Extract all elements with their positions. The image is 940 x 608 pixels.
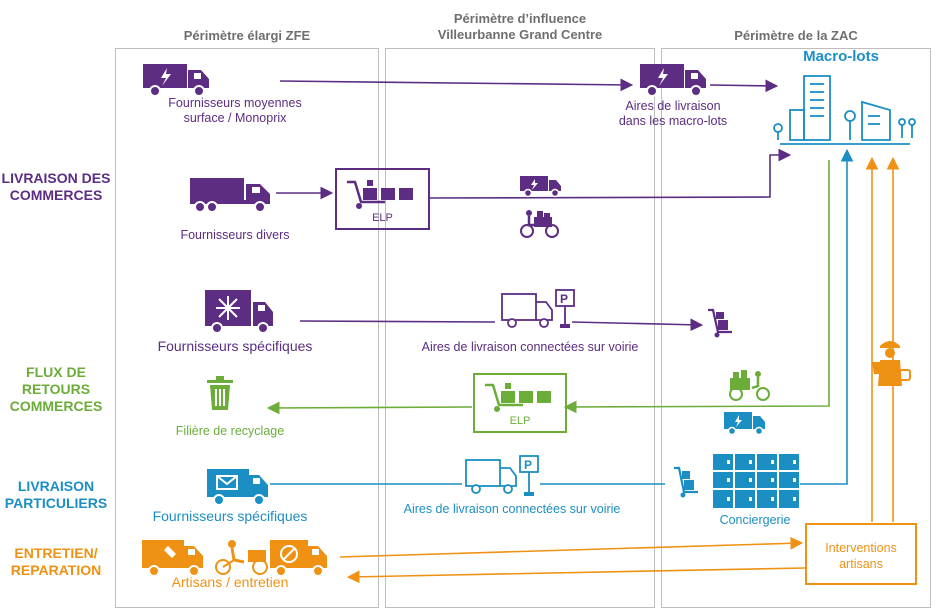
cargo-bike-icon-orange	[215, 540, 268, 575]
truck-icon-aires-macrolots	[640, 64, 706, 97]
arrow-green-elp-to-recyclage	[266, 401, 473, 415]
truck-icon-moyennes	[143, 64, 209, 97]
hand-trolley-icon-purple	[708, 308, 732, 338]
pallet-trolley-icon	[347, 180, 413, 209]
arrow-elp-to-macrolots	[429, 148, 792, 199]
label-filiere-recyclage: Filière de recyclage	[175, 424, 285, 438]
worker-icon	[872, 341, 911, 386]
label-fournisseurs-specifiques: Fournisseurs spécifiques	[157, 338, 313, 354]
row-label-livraison-particuliers: LIVRAISON PARTICULIERS	[0, 478, 112, 512]
arrow-orange-to-interventions	[339, 536, 804, 558]
cargo-bike-icon-green	[729, 370, 770, 401]
row-label-entretien: ENTRETIEN/ REPARATION	[0, 545, 112, 579]
interventions-line: artisans	[839, 557, 883, 571]
interventions-artisans-box: Interventions artisans	[805, 523, 917, 585]
row-label-line: ENTRETIEN/	[14, 545, 98, 561]
arrow-voirie-to-zac	[571, 318, 704, 332]
trash-bin-icon	[207, 376, 233, 410]
row-label-line: PARTICULIERS	[4, 495, 108, 511]
van-tools-icon-1	[142, 540, 203, 576]
cargo-bike-icon	[520, 210, 559, 238]
hand-trolley-icon-blue	[674, 466, 698, 498]
elp-label-retours: ELP	[509, 415, 531, 427]
row-label-livraison-commerces: LIVRAISON DES COMMERCES	[0, 170, 112, 204]
semi-truck-icon	[190, 178, 270, 213]
arrow-blue-conciergerie-to-macrolots	[800, 148, 854, 485]
row-label-line: FLUX DE	[26, 364, 86, 380]
perimeter-influence-title-line1: Périmètre d’influence	[453, 11, 587, 26]
refrigerated-truck-icon	[205, 290, 273, 334]
label-aires-voirie: Aires de livraison connectées sur voirie	[421, 340, 639, 354]
connected-truck-parking-icon-blue: P	[465, 455, 539, 496]
row-label-line: LIVRAISON DES	[1, 170, 111, 186]
arrow-specifiques-to-zac	[299, 320, 496, 323]
label-artisans: Artisans / entretien	[171, 574, 289, 590]
lockers-icon	[713, 454, 799, 508]
row-label-line: COMMERCES	[9, 398, 103, 414]
small-truck-icon	[520, 176, 561, 198]
buildings-icon	[773, 75, 916, 145]
label-fournisseurs-divers: Fournisseurs divers	[180, 228, 290, 242]
elp-box-commerces: ELP	[335, 168, 430, 230]
van-tools-icon-2	[270, 540, 327, 576]
mail-van-icon	[207, 469, 268, 506]
perimeter-influence-title: Périmètre d’influence Villeurbanne Grand…	[385, 11, 655, 43]
perimeter-zac-title: Périmètre de la ZAC	[734, 28, 858, 43]
perimeter-influence-title-line2: Villeurbanne Grand Centre	[437, 27, 603, 42]
arrow-aires-to-macrolots	[709, 79, 779, 93]
label-line: dans les macro-lots	[618, 114, 728, 128]
pallet-trolley-icon-green	[485, 383, 551, 412]
row-label-line: REPARATION	[10, 562, 102, 578]
connected-truck-parking-icon: P	[501, 289, 575, 328]
small-truck-icon-blue	[724, 412, 765, 436]
interventions-line: Interventions	[825, 541, 897, 555]
perimeter-zfe-title: Périmètre élargi ZFE	[183, 28, 311, 43]
row-label-flux-retours: FLUX DE RETOURS COMMERCES	[0, 364, 112, 415]
label-aires-macrolots: Aires de livraison dans les macro-lots	[598, 99, 748, 129]
label-aires-voirie-particuliers: Aires de livraison connectées sur voirie	[403, 502, 621, 516]
arrow-green-return-line	[563, 160, 830, 414]
arrow-moyennes-to-aires	[279, 78, 634, 92]
label-fournisseurs-moyennes: Fournisseurs moyennes surface / Monoprix	[150, 96, 320, 126]
arrow-orange-to-artisans	[346, 567, 806, 584]
macro-lots-title: Macro-lots	[803, 48, 879, 65]
row-label-line: RETOURS	[21, 381, 91, 397]
row-label-line: LIVRAISON	[17, 478, 95, 494]
elp-box-retours: ELP	[473, 373, 567, 433]
svg-text:P: P	[524, 458, 532, 472]
label-line: surface / Monoprix	[183, 111, 287, 125]
label-conciergerie: Conciergerie	[719, 513, 791, 527]
label-line: Aires de livraison	[625, 99, 721, 113]
elp-label-commerces: ELP	[372, 212, 393, 224]
svg-text:P: P	[560, 292, 568, 306]
label-line: Fournisseurs moyennes	[168, 96, 302, 110]
label-fournisseurs-specifiques-particuliers: Fournisseurs spécifiques	[152, 508, 308, 524]
row-label-line: COMMERCES	[9, 187, 103, 203]
